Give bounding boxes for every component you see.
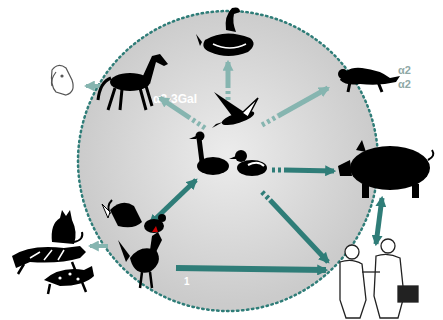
callout-number: 1 <box>184 276 190 287</box>
ferret <box>338 68 400 92</box>
dog <box>52 65 74 95</box>
receptor-label: α2 <box>398 78 411 90</box>
receptor-label: α2 <box>398 64 411 76</box>
humans <box>340 239 418 318</box>
felines <box>12 210 94 294</box>
